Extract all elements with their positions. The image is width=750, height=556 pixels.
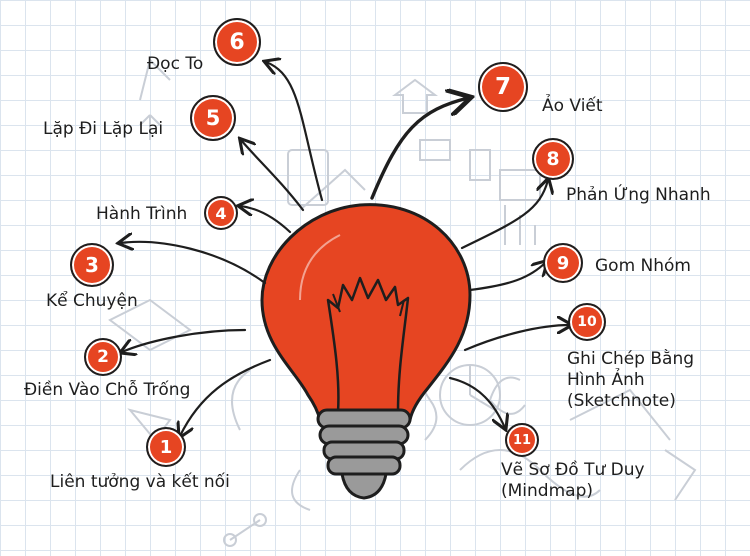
label-1: Liên tưởng và kết nối xyxy=(50,472,230,492)
label-7: Ảo Viết xyxy=(542,96,603,116)
badge-4: 4 xyxy=(204,196,238,230)
bulb-base xyxy=(316,408,412,500)
label-9: Gom Nhóm xyxy=(595,256,691,276)
label-10-line-1: Ghi Chép Bằng xyxy=(567,349,695,369)
badge-10: 10 xyxy=(568,303,606,341)
label-10-line-3: (Sketchnote) xyxy=(567,391,676,411)
label-11-line-2: (Mindmap) xyxy=(501,481,593,501)
badge-7: 7 xyxy=(478,62,528,112)
label-8: Phản Ứng Nhanh xyxy=(566,185,711,205)
bulb-glass xyxy=(260,203,472,422)
label-10-line-2: Hình Ảnh xyxy=(567,370,645,390)
label-2: Điền Vào Chỗ Trống xyxy=(24,380,191,400)
bulb-filament xyxy=(326,276,410,413)
background-doodles xyxy=(108,58,697,547)
badge-2: 2 xyxy=(84,338,122,376)
label-6: Đọc To xyxy=(147,54,204,74)
label-11-line-1: Vẽ Sơ Đồ Tư Duy xyxy=(501,460,645,480)
badge-6: 6 xyxy=(213,18,261,66)
badge-9: 9 xyxy=(543,243,583,283)
badge-3: 3 xyxy=(70,243,114,287)
label-3: Kể Chuyện xyxy=(46,291,138,311)
connector-arrows xyxy=(120,62,570,436)
badge-5: 5 xyxy=(190,95,236,141)
label-5: Lặp Đi Lặp Lại xyxy=(43,119,164,139)
badge-8: 8 xyxy=(532,138,574,180)
label-10: Ghi Chép Bằng Hình Ảnh (Sketchnote) xyxy=(567,349,694,412)
label-4: Hành Trình xyxy=(96,204,188,224)
badge-1: 1 xyxy=(146,427,186,467)
badge-11: 11 xyxy=(505,423,539,457)
label-11: Vẽ Sơ Đồ Tư Duy (Mindmap) xyxy=(501,460,645,502)
